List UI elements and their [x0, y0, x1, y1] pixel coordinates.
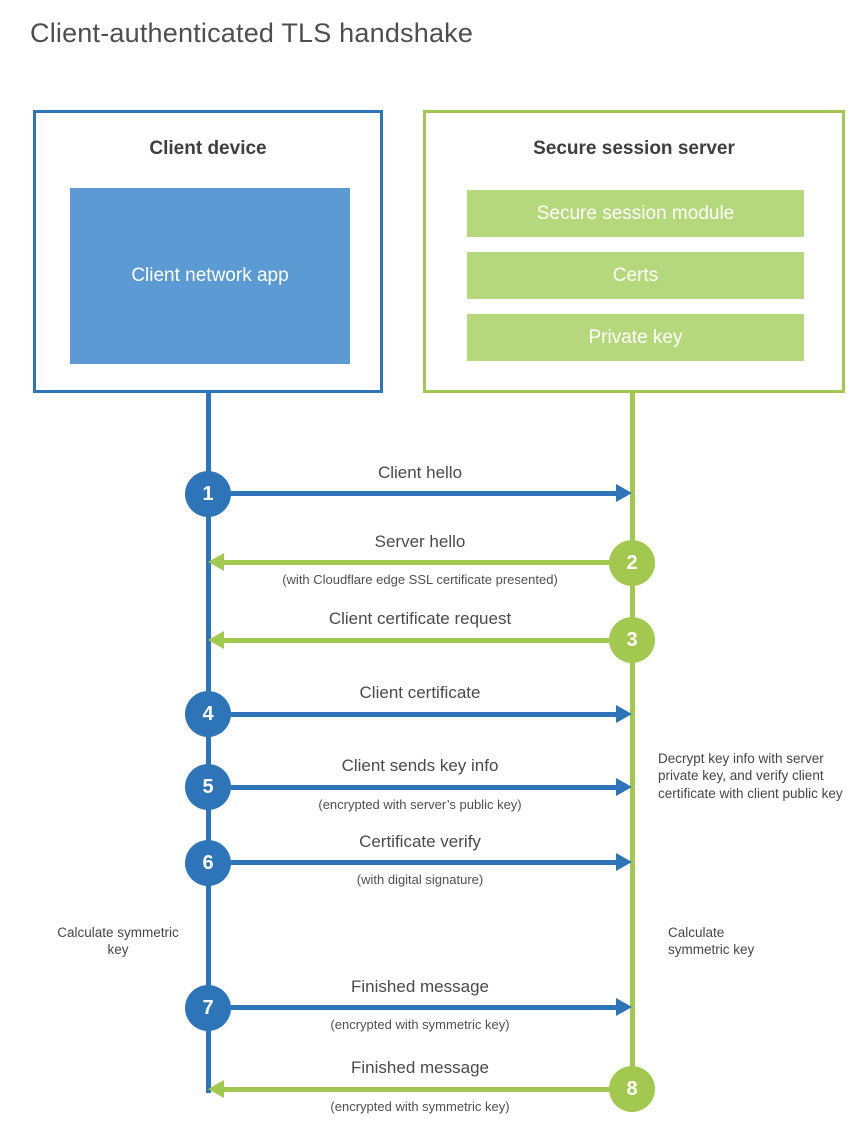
step3-circle: 3 — [609, 617, 655, 663]
step7-circle: 7 — [185, 985, 231, 1031]
server-lifeline — [630, 392, 635, 1112]
server-module-private-key: Private key — [467, 314, 804, 361]
step3-label: Client certificate request — [328, 609, 512, 628]
step6-label: Certificate verify — [359, 832, 481, 851]
client-device-box: Client device Client network app — [33, 110, 383, 393]
step7-sublabel: (encrypted with symmetric key) — [330, 1017, 510, 1032]
step8-arrow — [208, 1080, 609, 1098]
step5-sublabel: (encrypted with server’s public key) — [318, 797, 522, 812]
step8-label: Finished message — [351, 1058, 489, 1077]
step4-arrow — [231, 705, 632, 723]
step4-label: Client certificate — [359, 683, 481, 702]
client-network-app-box: Client network app — [70, 188, 350, 364]
step8-circle: 8 — [609, 1066, 655, 1112]
step1-circle: 1 — [185, 471, 231, 517]
secure-session-server-title: Secure session server — [533, 138, 735, 159]
step2-circle: 2 — [609, 540, 655, 586]
server-module-certs: Certs — [467, 252, 804, 299]
step5-circle: 5 — [185, 764, 231, 810]
step2-label: Server hello — [374, 532, 466, 551]
step4-circle: 4 — [185, 691, 231, 737]
client-device-title: Client device — [149, 138, 267, 159]
step2-sublabel: (with Cloudflare edge SSL certificate pr… — [282, 572, 558, 587]
page-title: Client-authenticated TLS handshake — [30, 18, 474, 48]
step8-sublabel: (encrypted with symmetric key) — [330, 1099, 510, 1114]
step1-arrow — [231, 484, 632, 502]
server-module-secure-session: Secure session module — [467, 190, 804, 237]
step5-label: Client sends key info — [341, 756, 499, 775]
calculate-symmetric-key-note-server: Calculate symmetric key — [668, 925, 755, 958]
step6-sublabel: (with digital signature) — [356, 872, 484, 887]
step7-label: Finished message — [351, 977, 489, 996]
client-network-app-label: Client network app — [131, 265, 289, 287]
step1-label: Client hello — [377, 463, 463, 482]
step5-arrow — [231, 778, 632, 796]
step7-arrow — [231, 998, 632, 1016]
calculate-symmetric-key-note-client: Calculate symmetric key — [57, 925, 179, 958]
step6-circle: 6 — [185, 840, 231, 886]
decrypt-key-note: Decrypt key info with server private key… — [658, 751, 843, 801]
step3-arrow — [208, 631, 609, 649]
step6-arrow — [231, 853, 632, 871]
client-lifeline — [206, 392, 211, 1093]
step2-arrow — [208, 553, 609, 571]
secure-session-server-box: Secure session server Secure session mod… — [423, 110, 845, 393]
